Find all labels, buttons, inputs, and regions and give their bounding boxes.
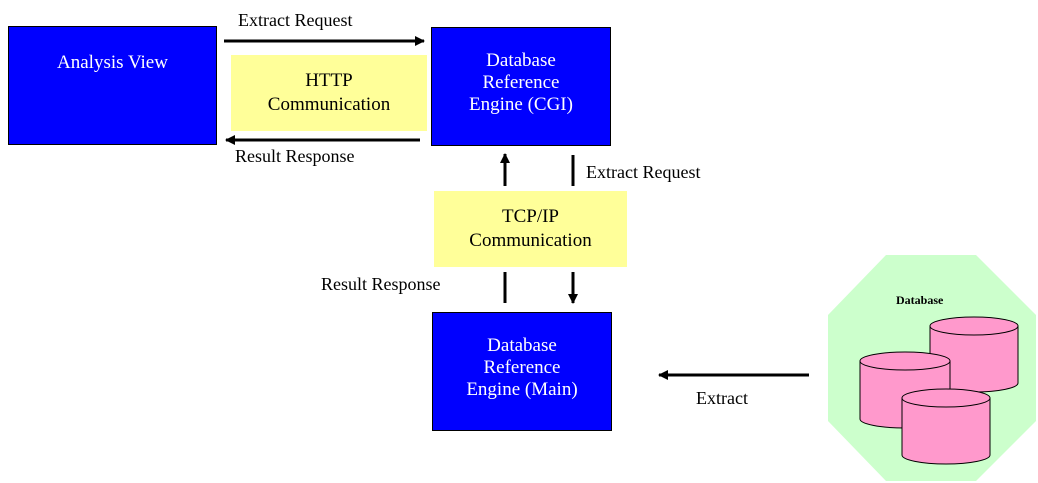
http-extract-request-label: Extract Request xyxy=(238,10,353,30)
analysis-view-box: Analysis View xyxy=(8,26,217,145)
tcp-result-response-label: Result Response xyxy=(321,274,441,294)
main-engine-label-line-2: Reference xyxy=(483,357,561,378)
cgi-engine-label-line-1: Database xyxy=(486,50,556,71)
main-engine-label-line-3: Engine (Main) xyxy=(466,379,578,400)
http-note-line-1: HTTP xyxy=(305,70,353,91)
main-engine-label-line-1: Database xyxy=(487,335,557,356)
database-group: Database xyxy=(828,255,1036,481)
analysis-view-label: Analysis View xyxy=(57,52,168,73)
database-cylinder-icon xyxy=(901,388,991,465)
main-engine-box: Database Reference Engine (Main) xyxy=(432,312,612,431)
cgi-engine-label-line-3: Engine (CGI) xyxy=(469,94,573,115)
http-result-response-label: Result Response xyxy=(235,146,355,166)
tcpip-communication-note: TCP/IP Communication xyxy=(434,191,627,267)
cgi-engine-label-line-2: Reference xyxy=(482,72,560,93)
tcpip-note-line-1: TCP/IP xyxy=(501,206,560,227)
database-title: Database xyxy=(896,293,944,307)
extract-label: Extract xyxy=(696,388,748,408)
tcp-extract-request-label: Extract Request xyxy=(586,162,701,182)
database-cylinder-icon xyxy=(929,316,1019,393)
cgi-engine-box: Database Reference Engine (CGI) xyxy=(431,27,611,146)
http-communication-note: HTTP Communication xyxy=(231,55,427,131)
http-note-line-2: Communication xyxy=(267,94,391,115)
tcpip-note-line-2: Communication xyxy=(469,230,592,251)
